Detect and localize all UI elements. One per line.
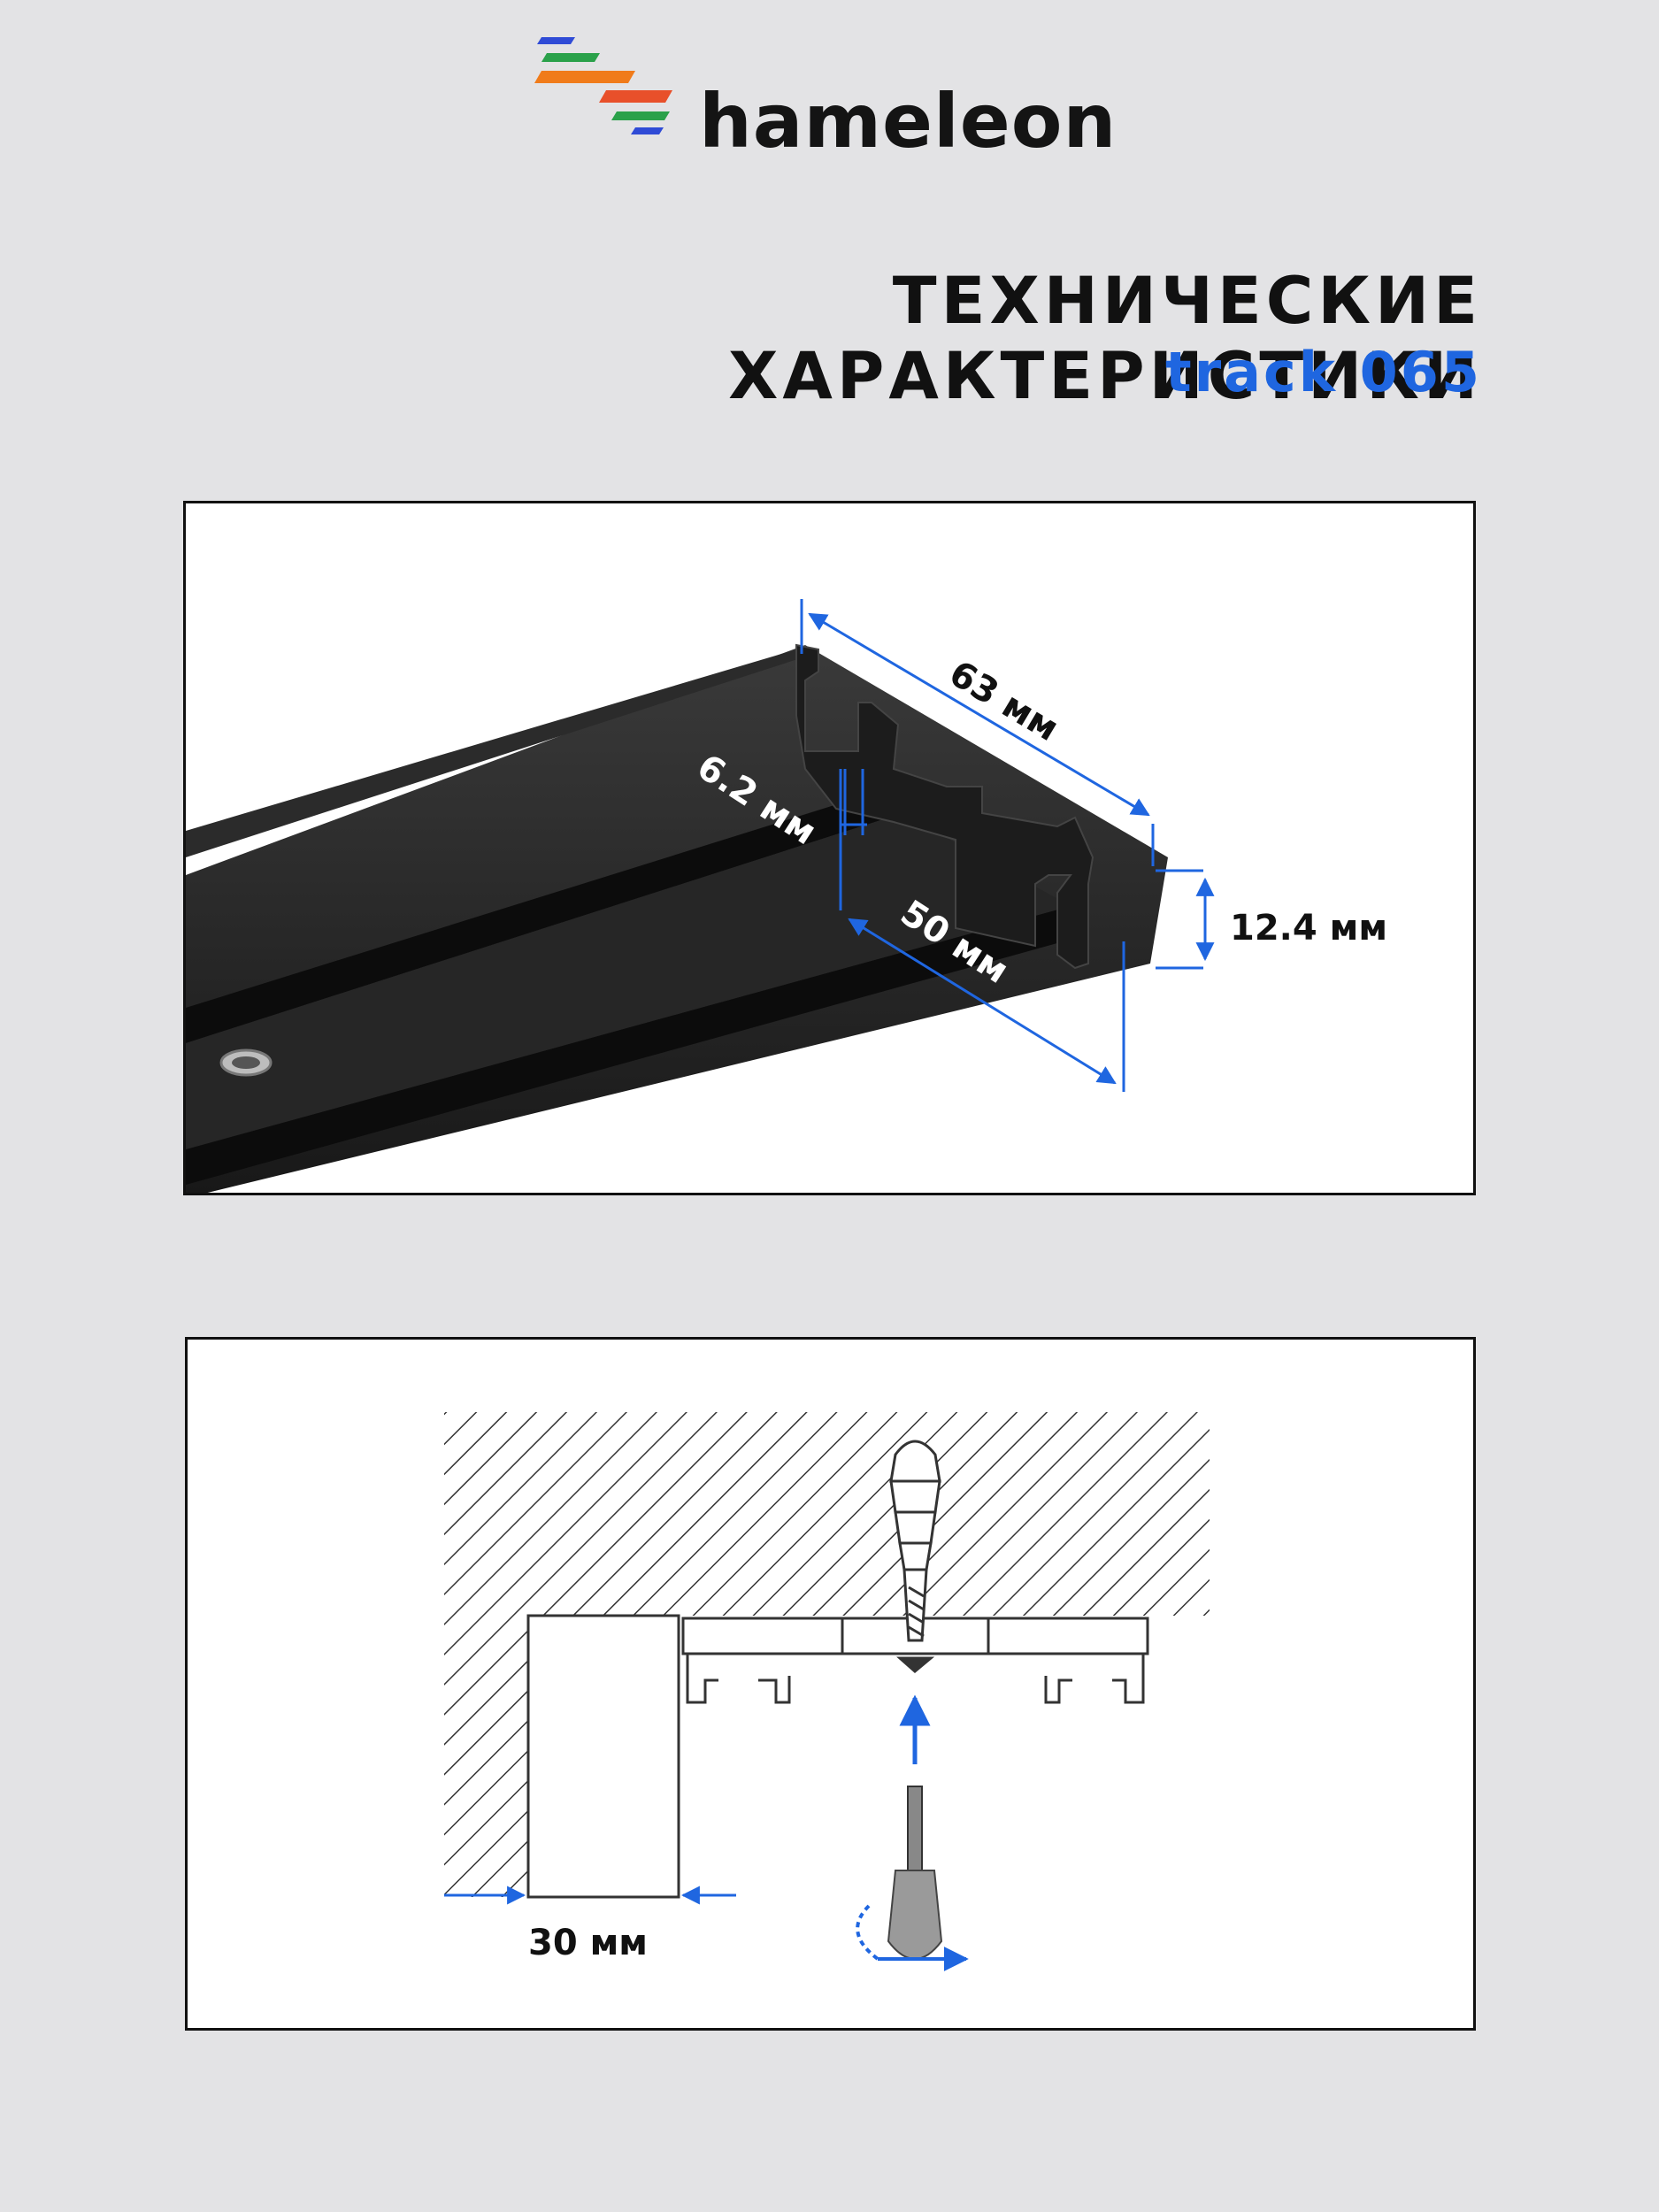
- installation-diagram: 30 мм: [444, 1412, 1210, 1971]
- logo-stripe: [537, 37, 575, 44]
- logo-stripe: [541, 53, 600, 62]
- logo-stripe: [534, 71, 635, 83]
- logo-stripe: [611, 111, 670, 120]
- offset-label: 30 мм: [528, 1923, 648, 1963]
- wall-block: [526, 1614, 680, 1899]
- page-subtitle: track 065: [1164, 340, 1482, 404]
- profile-groove: [186, 787, 902, 1043]
- brand-name: hameleon: [699, 78, 1118, 165]
- profile-mid-face: [186, 813, 1071, 1149]
- ceiling-hatch: [444, 1412, 1210, 1897]
- dowel-screw-icon: [889, 1440, 941, 1673]
- profile-top-face: [186, 649, 814, 857]
- logo-stripe: [599, 90, 672, 103]
- installation-panel: 30 мм: [185, 1337, 1476, 2031]
- dim-width-label: 63 мм: [942, 653, 1065, 749]
- screwdriver-icon: [856, 1786, 969, 1971]
- page-title: ТЕХНИЧЕСКИЕ ХАРАКТЕРИСТИКИ: [728, 264, 1482, 414]
- dim-height-label: 12.4 мм: [1230, 908, 1387, 949]
- logo-stripe: [631, 127, 664, 134]
- profile-dimensions-panel: 63 мм 6.2 мм 50 мм 12.4 мм: [183, 501, 1476, 1195]
- track-profile-illustration: 63 мм 6.2 мм 50 мм 12.4 мм: [186, 599, 1387, 1193]
- brand-logo-icon: [534, 37, 672, 134]
